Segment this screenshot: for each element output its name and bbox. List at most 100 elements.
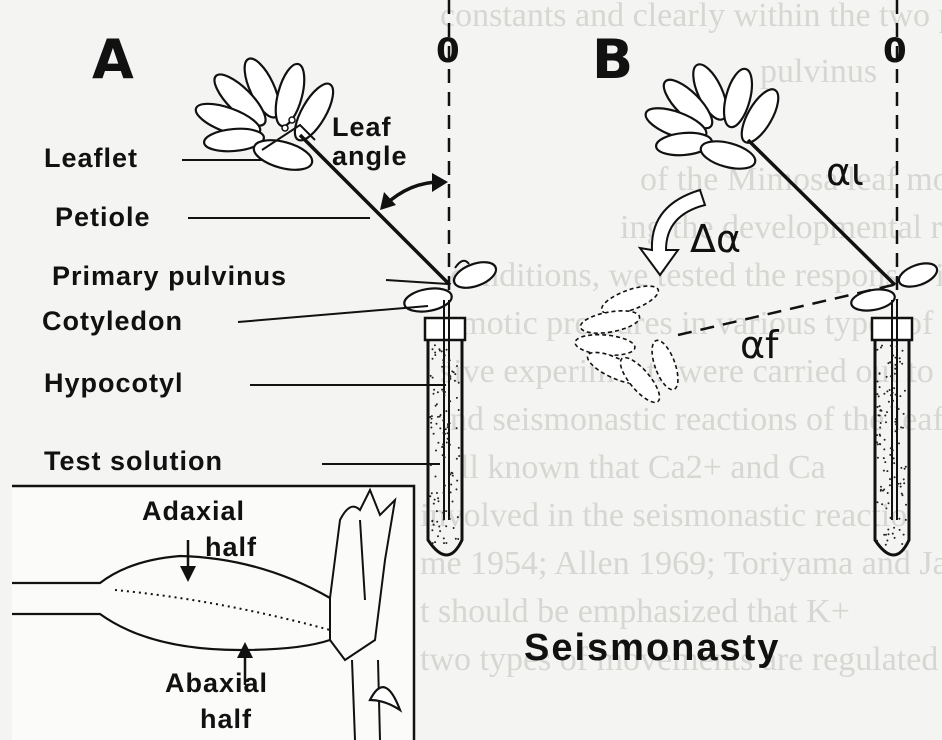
stipple-dot — [890, 517, 892, 519]
cotyledon-label: Cotyledon — [42, 306, 183, 336]
stipple-dot — [896, 346, 898, 348]
stipple-dot — [880, 486, 882, 488]
stipple-dot — [893, 527, 895, 529]
stipple-dot — [879, 386, 881, 388]
stipple-dot — [442, 419, 444, 421]
stipple-dot — [894, 373, 896, 375]
stipple-dot — [433, 393, 435, 395]
stipple-dot — [437, 416, 439, 418]
stipple-dot — [883, 534, 885, 536]
stipple-dot — [447, 438, 449, 440]
stipple-dot — [879, 410, 881, 412]
stipple-dot — [891, 451, 893, 453]
stipple-dot — [886, 470, 888, 472]
panel-label-b: B — [592, 28, 633, 91]
stipple-dot — [453, 371, 455, 373]
stipple-dot — [448, 510, 450, 512]
stipple-dot — [431, 520, 433, 522]
stipple-dot — [445, 510, 447, 512]
stipple-dot — [443, 542, 445, 544]
stipple-dot — [441, 366, 443, 368]
stipple-dot — [443, 362, 445, 364]
stipple-dot — [886, 540, 888, 542]
alpha-final-label: αf — [740, 323, 780, 367]
stipple-dot — [883, 457, 885, 459]
stipple-dot — [898, 518, 900, 520]
background-text-line: constants and clearly within the two pul… — [440, 0, 942, 34]
stipple-dot — [449, 444, 451, 446]
stipple-dot — [886, 411, 888, 413]
stipple-dot — [431, 529, 433, 531]
stipple-dot — [435, 450, 437, 452]
stipple-dot — [436, 510, 438, 512]
stipple-dot — [454, 373, 456, 375]
stipple-dot — [451, 472, 453, 474]
stipple-dot — [449, 518, 451, 520]
stipple-dot — [903, 534, 905, 536]
stipple-dot — [876, 441, 878, 443]
stipple-dot — [443, 391, 445, 393]
stipple-dot — [452, 501, 454, 503]
stipple-dot — [444, 394, 446, 396]
stipple-dot — [449, 378, 451, 380]
stipple-dot — [876, 393, 878, 395]
stipple-dot — [434, 344, 436, 346]
stipple-dot — [881, 503, 883, 505]
stipple-dot — [458, 409, 460, 411]
cotyledon-leader-line — [238, 306, 428, 322]
stipple-dot — [899, 395, 901, 397]
stipple-dot — [879, 405, 881, 407]
stipple-dot — [444, 433, 446, 435]
stipple-dot — [884, 461, 886, 463]
stipple-dot — [895, 357, 897, 359]
background-text-line: sive experiments were carried out to gra — [440, 353, 942, 390]
stipple-dot — [879, 434, 881, 436]
stipple-dot — [456, 480, 458, 482]
stipple-dot — [432, 377, 434, 379]
stipple-dot — [456, 397, 458, 399]
stipple-dot — [883, 448, 885, 450]
stipple-dot — [443, 519, 445, 521]
stipple-dot — [442, 512, 444, 514]
stipple-dot — [439, 350, 441, 352]
stipple-dot — [444, 485, 446, 487]
stipple-dot — [441, 446, 443, 448]
stipple-dot — [434, 499, 436, 501]
stipple-dot — [437, 442, 439, 444]
stipple-dot — [889, 389, 891, 391]
stipple-dot — [892, 392, 894, 394]
stipple-dot — [892, 355, 894, 357]
stipple-dot — [890, 394, 892, 396]
stipple-dot — [436, 403, 438, 405]
stipple-dot — [436, 521, 438, 523]
stipple-dot — [444, 354, 446, 356]
stipple-dot — [431, 415, 433, 417]
stipple-dot — [879, 427, 881, 429]
hypocotyl-label: Hypocotyl — [44, 368, 184, 398]
stipple-dot — [902, 427, 904, 429]
primary-pulvinus-label: Primary pulvinus — [52, 261, 287, 291]
delta-alpha-label: Δα — [690, 217, 741, 261]
stipple-dot — [888, 533, 890, 535]
stipple-dot — [458, 455, 460, 457]
stipple-dot — [431, 492, 433, 494]
stipple-dot — [431, 418, 433, 420]
stipple-dot — [895, 418, 897, 420]
zero-label-b: 0 — [883, 31, 907, 71]
background-text-line: nd seismonastic reactions of the leaf. — [450, 401, 942, 438]
stipple-dot — [877, 381, 879, 383]
alpha-initial-label: αι — [826, 150, 864, 194]
stipple-dot — [447, 432, 449, 434]
stipple-dot — [898, 442, 900, 444]
stipple-dot — [880, 347, 882, 349]
stipple-dot — [877, 443, 879, 445]
stipple-dot — [880, 422, 882, 424]
stipple-dot — [876, 540, 878, 542]
stipple-dot — [903, 478, 905, 480]
stipple-dot — [899, 361, 901, 363]
stipple-dot — [892, 533, 894, 535]
stipple-dot — [439, 416, 441, 418]
stipple-dot — [434, 354, 436, 356]
stipple-dot — [889, 484, 891, 486]
stipple-dot — [433, 433, 435, 435]
